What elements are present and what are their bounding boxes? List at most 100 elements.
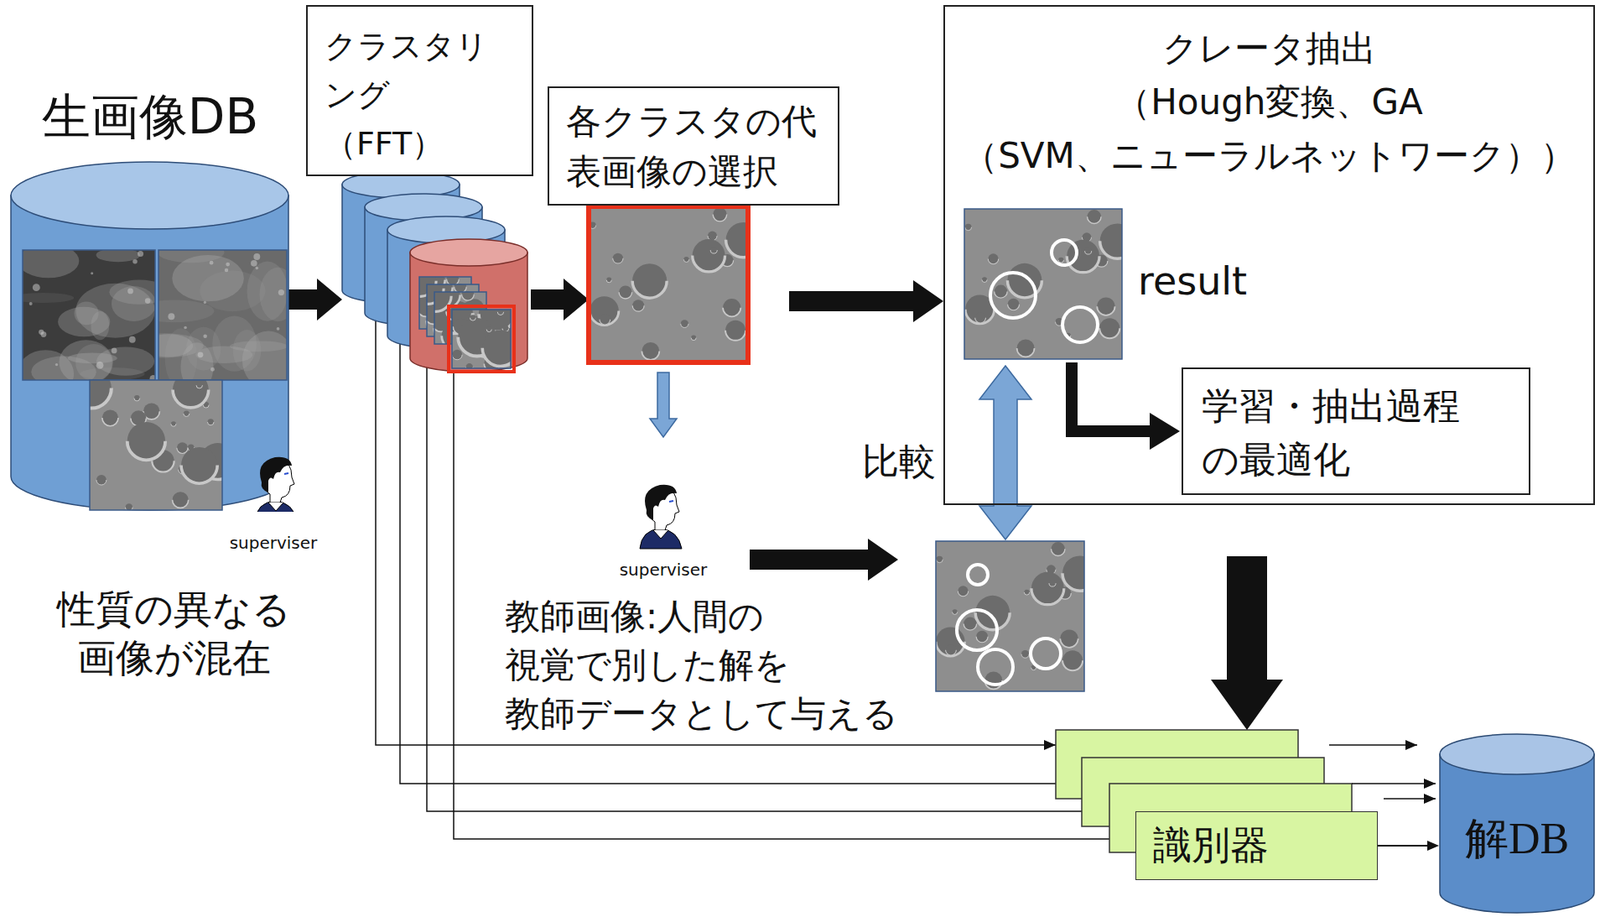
marked-crater (977, 649, 1013, 685)
crater-rim (976, 636, 988, 643)
icon-collar (653, 529, 669, 539)
crater (96, 474, 107, 485)
photo-spot (137, 250, 144, 257)
photo-spot (255, 266, 259, 270)
photo-frame (588, 206, 749, 363)
crater-rim (497, 311, 504, 316)
detected-crater (1062, 306, 1098, 343)
marked-crater (967, 564, 988, 585)
process-box: 各クラスタの代 表画像の選択 (547, 86, 840, 206)
icon-hair (259, 457, 292, 493)
photo-frame (89, 379, 223, 510)
photo-spot (90, 271, 94, 275)
photo-patch (57, 306, 110, 337)
crater (726, 222, 749, 258)
crater (127, 421, 166, 460)
crater (183, 410, 190, 416)
crater (981, 276, 988, 282)
photo-frame (451, 309, 511, 369)
crater-rim (632, 305, 645, 312)
crater-rim (963, 623, 977, 630)
crater (451, 349, 463, 360)
crater (683, 256, 689, 262)
crater-rim (1062, 572, 1085, 591)
crater (965, 223, 972, 231)
annotation-text: 教師画像:人間の 視覚で別した解を 教師データとして与える (504, 592, 912, 738)
supervisor-icon (639, 484, 682, 549)
photo-spot (203, 301, 207, 304)
crater (462, 291, 475, 301)
photo-patch (158, 332, 204, 358)
flow-arrow (1071, 362, 1150, 432)
lunar-photo (158, 249, 287, 380)
photo-ground (964, 208, 1123, 359)
node-text: 学習・抽出過程 の最適化 (1201, 379, 1491, 487)
lunar-photo (935, 540, 1085, 691)
icon-eye (669, 500, 674, 502)
crater (465, 363, 473, 369)
photo-frame (964, 208, 1123, 359)
block-arrow (789, 280, 944, 323)
block-arrow (979, 365, 1032, 540)
crater (1066, 239, 1100, 273)
crater (482, 329, 511, 366)
result-label: result (964, 208, 1284, 359)
crater (1099, 317, 1120, 338)
crater (641, 342, 660, 360)
crater (89, 379, 112, 409)
crater-rim (589, 310, 619, 325)
crater-rim (981, 279, 988, 282)
label-wrap: superviser (214, 531, 333, 554)
crater-rim (181, 465, 218, 484)
crater (1085, 247, 1092, 255)
crater (952, 608, 958, 614)
block-arrow (649, 372, 677, 437)
selection-frame (448, 306, 515, 372)
annotation-text: 性質の異なる 画像が混在 (47, 584, 300, 682)
crater-rim (462, 294, 475, 301)
crater-rim (692, 254, 726, 271)
crater (1096, 297, 1115, 316)
photo-spot (210, 367, 215, 372)
annotation-text: superviser (604, 558, 723, 581)
crater-rim (957, 591, 968, 597)
crater (497, 309, 504, 315)
crater-rim (171, 423, 177, 426)
crater (196, 382, 203, 389)
crater (1007, 298, 1020, 311)
detected-crater (1051, 239, 1077, 265)
icon-eye (284, 472, 289, 474)
crater-rim (486, 329, 492, 333)
photo-frame (158, 249, 287, 380)
crater (1021, 649, 1029, 658)
label-wrap: 教師画像:人間の 視覚で別した解を 教師データとして与える (504, 592, 912, 738)
photo-spot (29, 301, 33, 306)
lunar-photo (89, 379, 223, 510)
photo-spot (225, 262, 230, 267)
photo-patch (22, 249, 79, 278)
crater-rim (945, 649, 957, 655)
block-arrow (530, 278, 589, 321)
crater-rim (1007, 304, 1020, 311)
node-text: 識別器 (1153, 820, 1321, 868)
crater (1017, 339, 1035, 358)
crater-rim (965, 227, 972, 231)
crater-rim (683, 259, 689, 262)
crater (470, 314, 477, 321)
crater (486, 327, 492, 333)
crater-rim (89, 388, 112, 409)
crater-rim (975, 317, 987, 323)
node-text: クラスタリ ング （FFT） (324, 21, 516, 168)
crater-rim (690, 337, 697, 341)
crater-rim (183, 413, 190, 417)
crater (1050, 541, 1065, 556)
crater-rim (725, 330, 746, 341)
crater (606, 277, 612, 283)
cylinder-top (410, 238, 528, 266)
photo-spot (278, 289, 285, 296)
crater-rim (172, 389, 209, 408)
crater (975, 595, 1010, 630)
crater (589, 296, 619, 325)
photo-patch (242, 331, 287, 380)
photo-patch (22, 349, 74, 380)
